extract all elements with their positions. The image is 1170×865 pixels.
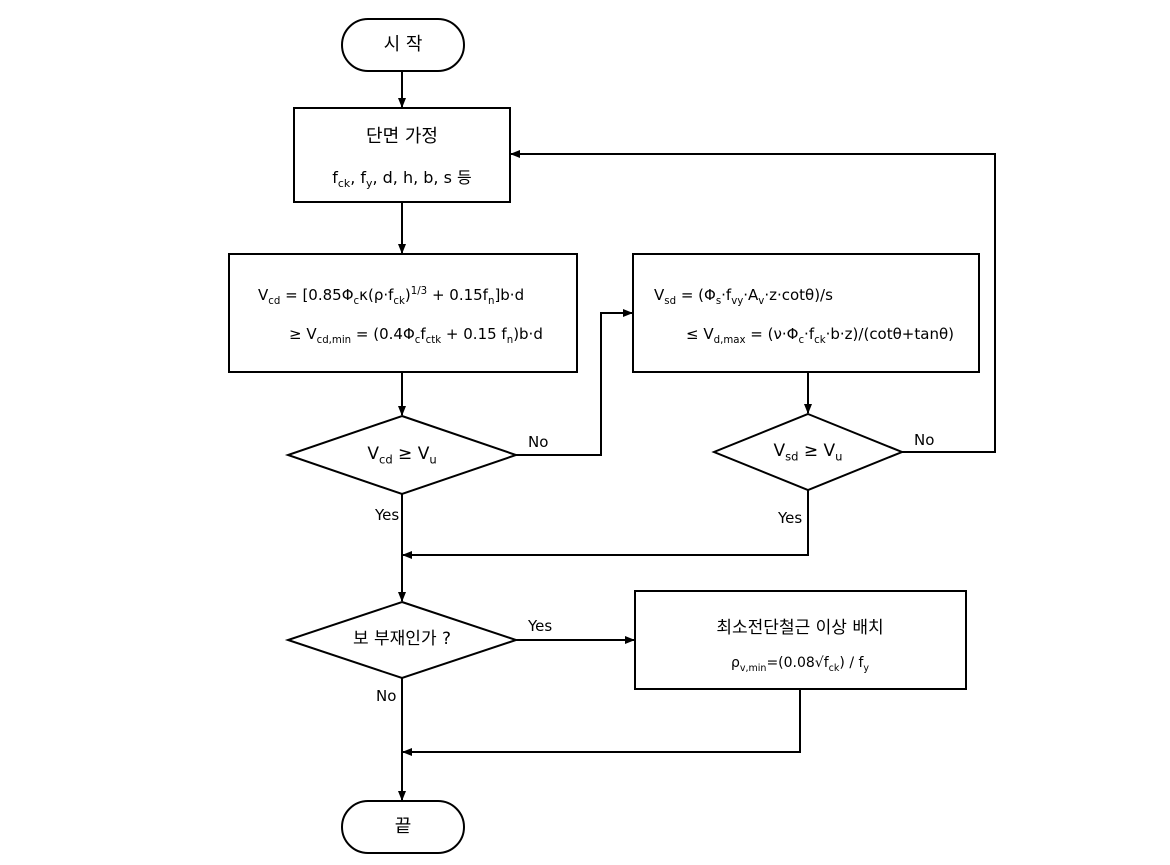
vcd-equation-line2: ≥ Vcd,min = (0.4Φcfctk + 0.15 fn)b·d xyxy=(289,325,543,346)
start-label: 시 작 xyxy=(383,34,423,55)
edge-decision2-no-loop xyxy=(510,150,996,453)
edge-decision2-yes xyxy=(402,490,809,559)
assume-section-box xyxy=(293,107,511,203)
edge-label-dec2-yes: Yes xyxy=(778,509,803,527)
min-shear-box xyxy=(634,590,967,690)
decision2-label: Vsd ≥ Vu xyxy=(773,441,843,464)
vsd-formula-box xyxy=(632,253,980,373)
min-shear-title: 최소전단철근 이상 배치 xyxy=(716,618,884,638)
vcd-equation-line1: Vcd = [0.85Φcκ(ρ·fck)1/3 + 0.15fn]b·d xyxy=(258,286,525,307)
edge-label-dec1-no: No xyxy=(528,433,549,451)
vcd-formula-box xyxy=(228,253,578,373)
decision1-label: Vcd ≥ Vu xyxy=(367,444,437,467)
end-label: 끝 xyxy=(394,816,412,837)
end-terminal xyxy=(341,800,465,854)
edge-label-dec3-yes: Yes xyxy=(528,617,553,635)
edge-label-dec3-no: No xyxy=(376,687,397,705)
vsd-equation-line1: Vsd = (Φs·fvy·Av·z·cotθ)/s xyxy=(654,286,833,307)
edge-label-dec2-no: No xyxy=(914,431,935,449)
edge-decision1-no xyxy=(516,309,633,456)
edge-label-dec1-yes: Yes xyxy=(375,506,400,524)
min-shear-formula: ρv,min=(0.08√fck) / fy xyxy=(730,655,870,674)
decision3-label: 보 부재인가 ? xyxy=(352,629,452,649)
edge-minshear-to-merge xyxy=(402,689,801,756)
assume-variables: fck, fy, d, h, b, s 등 xyxy=(332,168,472,191)
vsd-equation-line2: ≤ Vd,max = (ν·Φc·fck·b·z)/(cotθ+tanθ) xyxy=(686,325,954,346)
assume-title: 단면 가정 xyxy=(366,126,438,147)
